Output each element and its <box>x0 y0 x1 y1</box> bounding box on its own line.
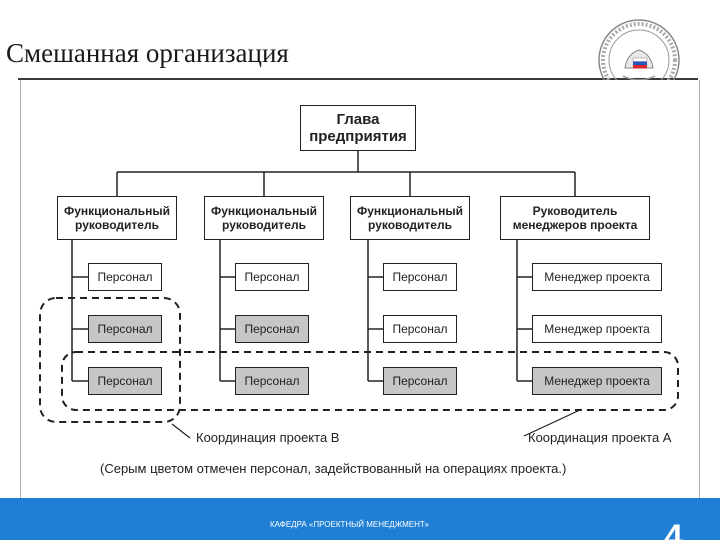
head-node-functional-3: Функциональный руководитель <box>350 196 470 240</box>
legend-note: (Серым цветом отмечен персонал, задейств… <box>100 461 567 476</box>
head-node-functional-2: Функциональный руководитель <box>204 196 324 240</box>
staff-node-col1-row3: Персонал <box>88 367 162 395</box>
manager-node-row2: Менеджер проекта <box>532 315 662 343</box>
staff-node-col2-row3: Персонал <box>235 367 309 395</box>
staff-node-col1-row1: Персонал <box>88 263 162 291</box>
footer-bar: КАФЕДРА «ПРОЕКТНЫЙ МЕНЕДЖМЕНТ» <box>0 498 720 540</box>
staff-node-col2-row2: Персонал <box>235 315 309 343</box>
coordination-a-label: Координация проекта А <box>528 430 672 445</box>
root-node-enterprise-head: Глава предприятия <box>300 105 416 151</box>
title-divider <box>18 78 698 80</box>
page-number: 4 <box>664 518 683 556</box>
manager-node-row3: Менеджер проекта <box>532 367 662 395</box>
slide-title: Смешанная организация <box>6 38 289 68</box>
head-node-functional-1: Функциональный руководитель <box>57 196 177 240</box>
footer-department-label: КАФЕДРА «ПРОЕКТНЫЙ МЕНЕДЖМЕНТ» <box>270 520 429 529</box>
staff-node-col3-row1: Персонал <box>383 263 457 291</box>
head-node-project-managers: Руководитель менеджеров проекта <box>500 196 650 240</box>
coordination-b-outline <box>39 297 181 423</box>
coordination-b-label: Координация проекта В <box>196 430 340 445</box>
org-connector-lines <box>39 151 679 439</box>
coordination-a-outline <box>61 351 679 411</box>
staff-node-col1-row2: Персонал <box>88 315 162 343</box>
staff-node-col2-row1: Персонал <box>235 263 309 291</box>
manager-node-row1: Менеджер проекта <box>532 263 662 291</box>
staff-node-col3-row3: Персонал <box>383 367 457 395</box>
staff-node-col3-row2: Персонал <box>383 315 457 343</box>
